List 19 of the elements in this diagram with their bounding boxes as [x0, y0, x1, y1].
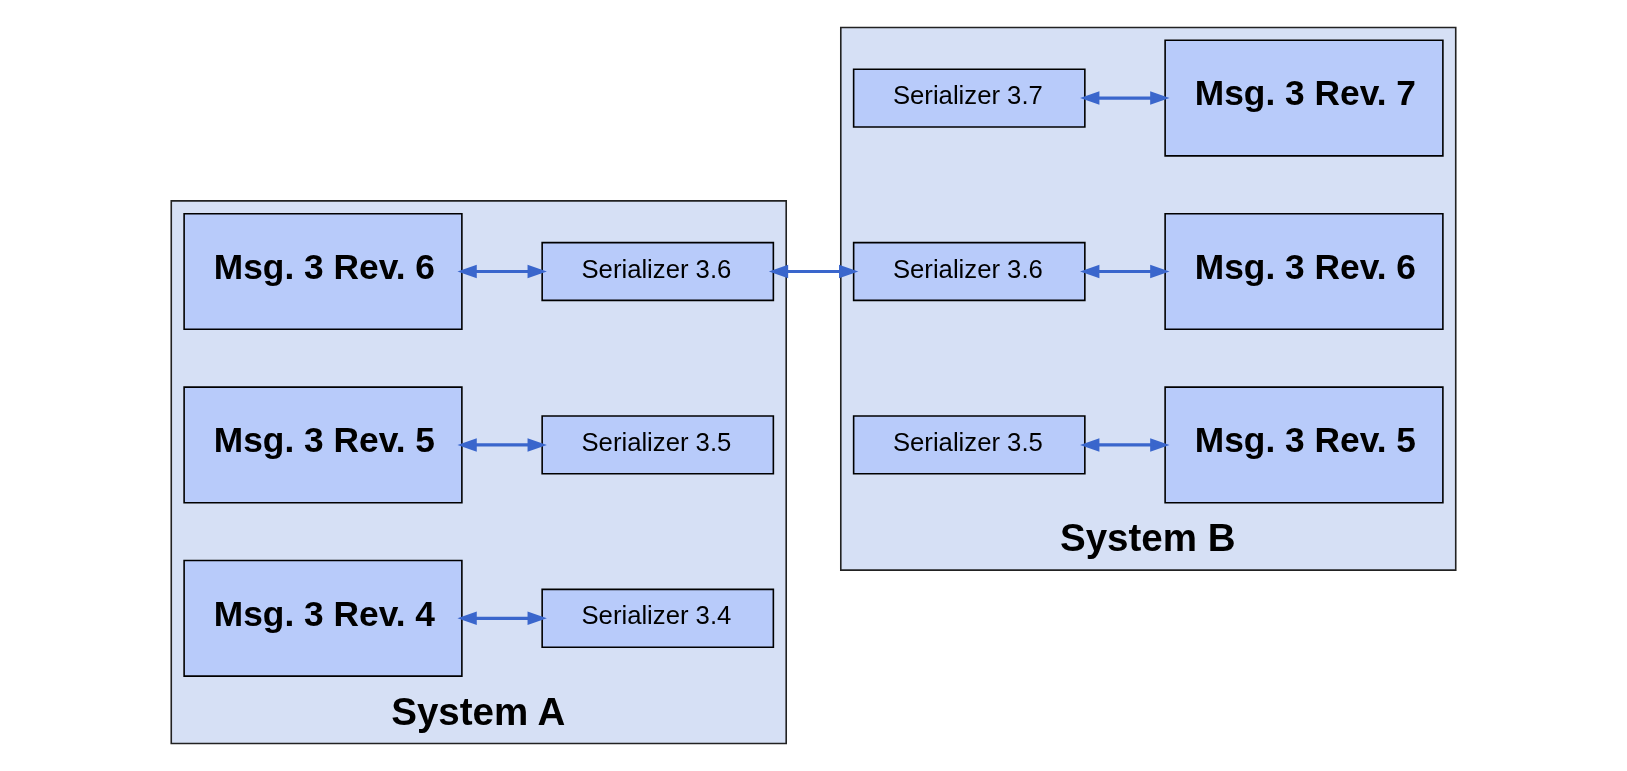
arrow [457, 438, 547, 452]
node-box: Msg. 3 Rev. 6 [183, 212, 463, 331]
node-box: Serializer 3.5 [852, 415, 1086, 475]
node-box: Msg. 3 Rev. 7 [1164, 39, 1444, 157]
node-box: Serializer 3.7 [852, 68, 1086, 128]
arrow [1080, 91, 1170, 105]
arrow [768, 264, 859, 279]
node-box: Serializer 3.5 [541, 415, 775, 475]
arrow [457, 264, 547, 279]
node-box: Msg. 3 Rev. 6 [1164, 212, 1444, 331]
node-box: Msg. 3 Rev. 5 [1164, 386, 1444, 504]
arrow [1080, 264, 1170, 279]
node-box: Serializer 3.4 [541, 588, 775, 648]
node-box: Msg. 3 Rev. 5 [183, 386, 463, 504]
node-box: Serializer 3.6 [541, 241, 775, 302]
arrow [1080, 438, 1170, 452]
node-box: Msg. 3 Rev. 4 [183, 559, 463, 677]
node-box: Serializer 3.6 [852, 241, 1086, 302]
arrow [457, 611, 547, 626]
